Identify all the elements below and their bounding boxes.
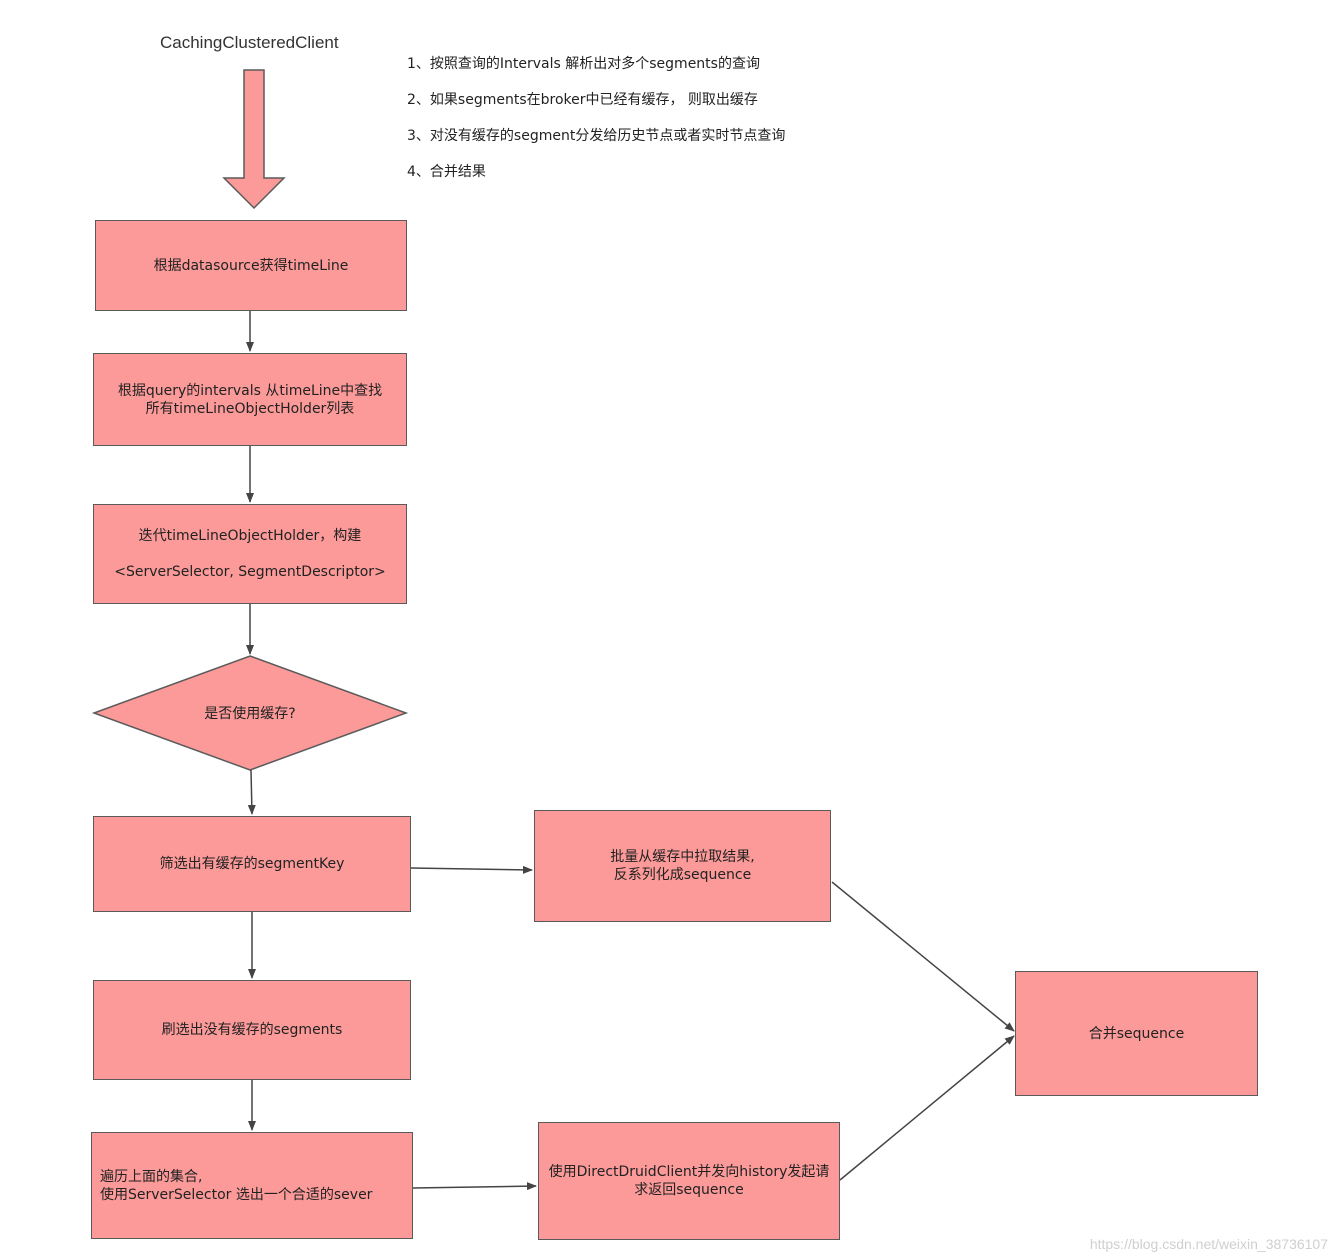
node-label: 批量从缓存中拉取结果, [610,849,755,865]
note-item: 1、按照查询的Intervals 解析出对多个segments的查询 [407,56,760,72]
node-label: 所有timeLineObjectHolder列表 [145,400,355,417]
node-get-timeline: 根据datasource获得timeLine [95,220,407,311]
note-item: 2、如果segments在broker中已经有缓存， 则取出缓存 [407,92,758,108]
note-item: 4、合并结果 [407,164,486,180]
node-direct-client: 使用DirectDruidClient并发向history发起请 求返回sequ… [538,1122,840,1240]
connector-traverse-to-direct [412,1182,537,1191]
connector-batch-to-merge [831,881,1015,1032]
connector-direct-to-merge [839,1035,1015,1181]
node-batch-pull: 批量从缓存中拉取结果, 反系列化成sequence [534,810,831,922]
entry-arrow [222,69,286,210]
node-traverse-select: 遍历上面的集合, 使用ServerSelector 选出一个合适的sever [91,1132,413,1239]
node-label: 筛选出有缓存的segmentKey [159,856,345,872]
node-label: <ServerSelector, SegmentDescriptor> [114,564,386,580]
node-iterate-holders: 迭代timeLineObjectHolder，构建 <ServerSelecto… [93,504,407,604]
node-label: 使用ServerSelector 选出一个合适的sever [100,1186,373,1203]
note-item: 3、对没有缓存的segment分发给历史节点或者实时节点查询 [407,128,786,144]
diagram-title: CachingClusteredClient [160,33,339,52]
node-find-holders: 根据query的intervals 从timeLine中查找 所有timeLin… [93,353,407,446]
notes-list: 1、按照查询的Intervals 解析出对多个segments的查询 2、如果s… [407,55,785,199]
decision-label: 是否使用缓存? [204,706,296,722]
node-filter-uncached: 刷选出没有缓存的segments [93,980,411,1080]
node-label: 合并sequence [1088,1025,1185,1042]
connector-decision-to-filter-cached [247,769,256,815]
node-label: 反系列化成sequence [613,867,752,883]
node-filter-cached: 筛选出有缓存的segmentKey [93,816,411,912]
node-label: 遍历上面的集合, [100,1168,203,1185]
connector-filter-cached-to-batch [410,865,533,874]
decision-diamond [91,655,409,771]
node-label: 求返回sequence [634,1182,744,1198]
node-label: 使用DirectDruidClient并发向history发起请 [548,1164,830,1180]
node-label: 根据query的intervals 从timeLine中查找 [117,382,383,399]
node-label: 刷选出没有缓存的segments [161,1022,343,1038]
node-merge: 合并sequence [1015,971,1258,1096]
node-label: 根据datasource获得timeLine [153,257,349,274]
watermark: https://blog.csdn.net/weixin_38736107 [1089,1236,1328,1252]
node-label: 迭代timeLineObjectHolder，构建 [138,528,362,544]
